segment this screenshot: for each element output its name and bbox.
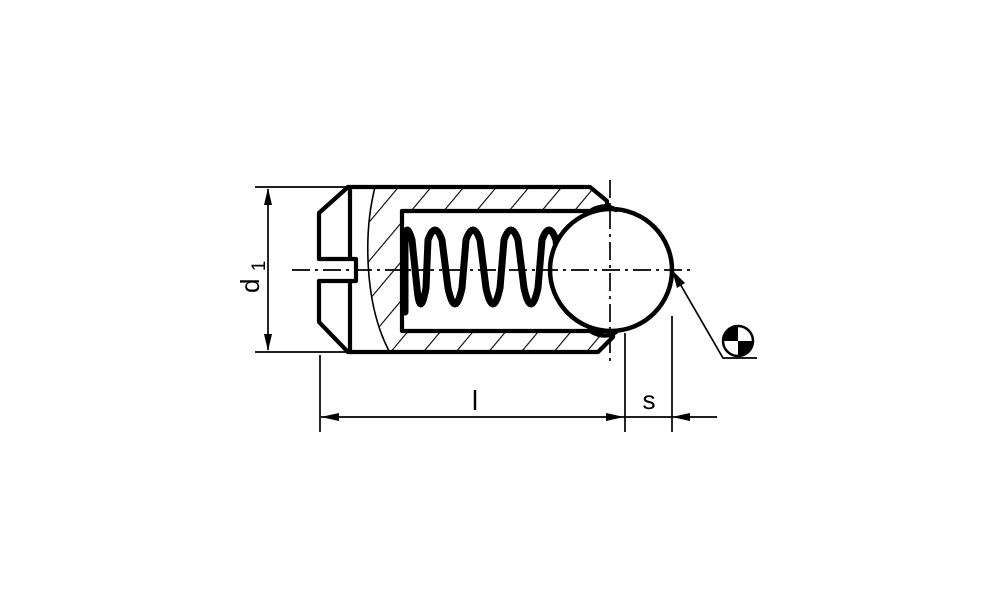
rim-lips xyxy=(589,204,619,338)
compression-spring xyxy=(401,226,564,316)
leader-arrowhead xyxy=(672,270,685,288)
centerlines xyxy=(292,180,692,366)
body-left-face-and-chamfers xyxy=(316,184,351,355)
d1-label: d 1 xyxy=(235,261,270,293)
section-hatching xyxy=(367,187,613,351)
dimension-l-and-s xyxy=(319,316,717,432)
quadrant-lower-right xyxy=(738,341,753,356)
l-arrow-right xyxy=(606,413,624,421)
dimension-d1 xyxy=(255,186,350,353)
d1-arrow-up xyxy=(264,188,272,205)
ball-leader xyxy=(671,269,757,359)
s-arrow-outside xyxy=(672,413,690,421)
d1-label-base: d xyxy=(235,279,265,293)
d1-arrow-down xyxy=(264,334,272,351)
rim-lip-bottom xyxy=(589,329,619,338)
l-label: l xyxy=(472,385,478,416)
s-label: s xyxy=(643,385,656,415)
quadrant-circle-icon xyxy=(721,324,755,358)
l-arrow-left xyxy=(321,413,339,421)
rim-lip-top xyxy=(589,204,619,213)
quadrant-upper-left xyxy=(723,326,738,341)
leader-line xyxy=(671,269,757,359)
d1-label-subscript: 1 xyxy=(249,261,270,272)
